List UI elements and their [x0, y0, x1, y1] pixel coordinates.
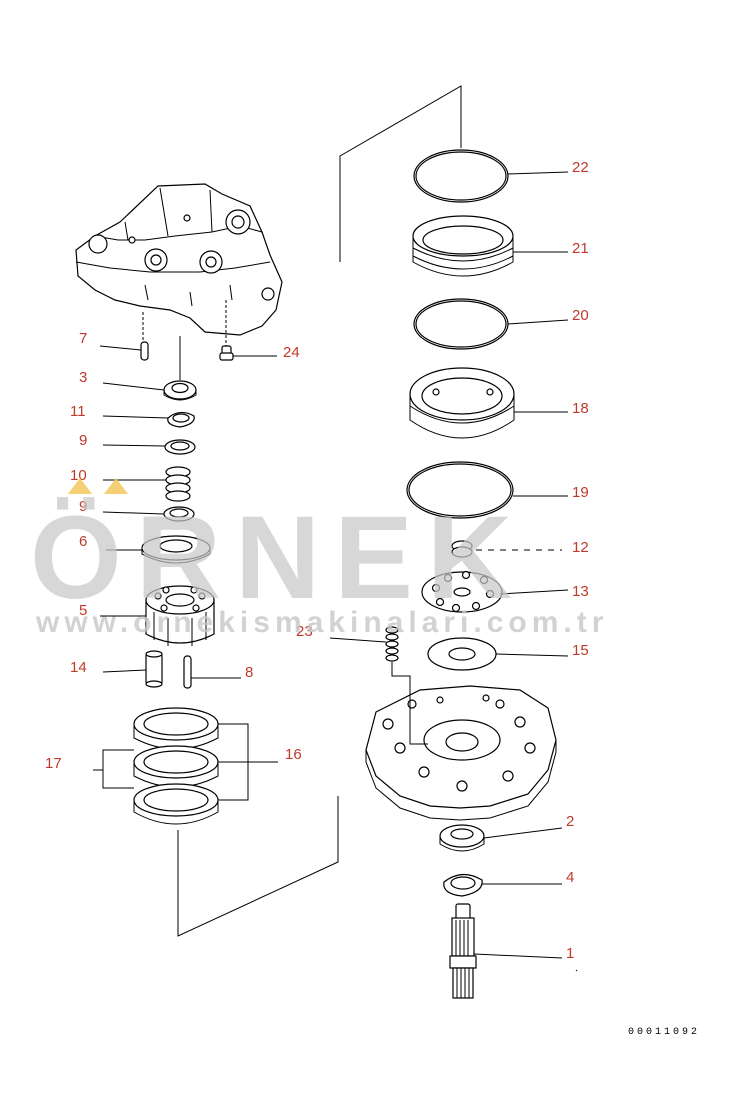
label-5: 5: [79, 602, 87, 619]
label-16: 16: [285, 746, 302, 763]
end-cover: [365, 685, 557, 821]
label-9-lower: 9: [79, 498, 87, 515]
plug-24: [219, 300, 234, 361]
spring-10: [165, 466, 191, 502]
snap-ring-4: [443, 873, 483, 897]
snap-ring-11: [167, 411, 195, 428]
label-12: 12: [572, 539, 589, 556]
assembly-bracket-line: [177, 796, 339, 937]
label-13: 13: [572, 583, 589, 600]
motor-housing: [75, 183, 283, 336]
top-bracket-line: [339, 85, 462, 262]
label-20: 20: [572, 307, 589, 324]
label-1: 1: [566, 945, 574, 962]
o-ring-22: [413, 149, 509, 203]
label-6: 6: [79, 533, 87, 550]
label-23: 23: [296, 623, 313, 640]
label-19: 19: [572, 484, 589, 501]
pin-8: [183, 655, 192, 689]
shaft-1: [449, 903, 477, 999]
part-labels: 7 24 3 11 9 10 9 6 5 14 8 17 16 22 21 20…: [45, 159, 589, 962]
washer-9-lower: [163, 506, 195, 522]
plate-13: [421, 570, 503, 613]
label-8: 8: [245, 664, 253, 681]
watermark-accent-left: [68, 478, 92, 494]
spring-leader: [391, 662, 428, 745]
label-24: 24: [283, 344, 300, 361]
o-ring-19: [406, 461, 514, 519]
piston-18: [409, 367, 515, 439]
label-2: 2: [566, 813, 574, 830]
friction-plates-16-17: [133, 707, 219, 825]
watermark: ÖRNEK www.ornekismakinalari.com.tr: [30, 478, 608, 639]
label-17: 17: [45, 755, 62, 772]
bearing-3: [163, 380, 197, 401]
label-3: 3: [79, 369, 87, 386]
drawing-number: 00011092: [628, 1027, 700, 1038]
cylinder-block-5: [145, 585, 215, 646]
spring-23: [385, 626, 399, 662]
label-11: 11: [70, 403, 86, 420]
ring-21: [412, 215, 514, 277]
label-21: 21: [572, 240, 589, 257]
plate-6: [141, 535, 211, 564]
label-15: 15: [572, 642, 589, 659]
label-10: 10: [70, 467, 87, 484]
label-14: 14: [70, 659, 87, 676]
washer-15: [427, 637, 497, 671]
o-ring-20: [413, 298, 509, 350]
spring-12: [451, 540, 562, 558]
label-7: 7: [79, 330, 87, 347]
label-4: 4: [566, 869, 574, 886]
watermark-brand: ÖRNEK: [30, 492, 526, 624]
watermark-website: www.ornekismakinalari.com.tr: [35, 606, 608, 639]
pin-7: [140, 312, 149, 361]
label-22: 22: [572, 159, 589, 176]
spacer-14: [145, 650, 163, 688]
label-18: 18: [572, 400, 589, 417]
washer-9-upper: [164, 439, 196, 455]
leader-lines: [93, 171, 578, 972]
label-9-upper: 9: [79, 432, 87, 449]
watermark-accent-right: [104, 478, 128, 494]
bearing-2: [439, 824, 485, 852]
